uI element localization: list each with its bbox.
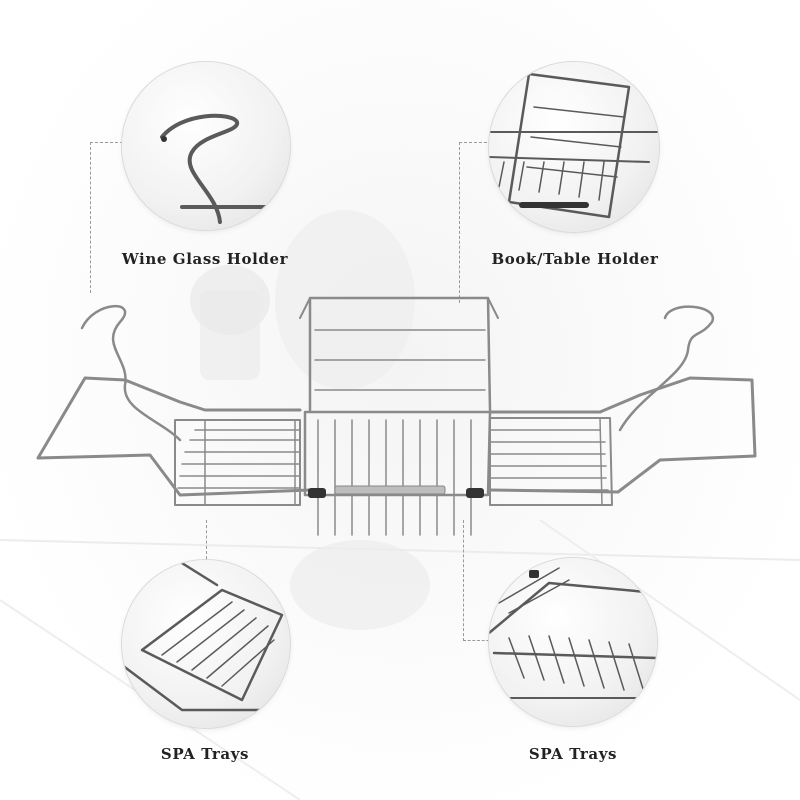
spa-tray-callout-left <box>122 560 290 728</box>
leader-line-bottom-left <box>206 520 207 585</box>
book-table-holder-callout <box>489 62 659 232</box>
book-table-holder-label: Book/Table Holder <box>491 250 659 268</box>
wine-glass-holder-callout <box>122 62 290 230</box>
spa-tray-callout-right <box>489 558 657 726</box>
spa-tray-label-right: SPA Trays <box>528 745 618 763</box>
leader-line-top-right <box>459 142 492 303</box>
leader-line-bottom-right <box>463 520 494 641</box>
leader-line-top-left <box>90 142 123 293</box>
spa-tray-closeup-icon <box>489 567 657 699</box>
spa-tray-label-left: SPA Trays <box>160 745 250 763</box>
wine-glass-holder-closeup-icon <box>160 113 289 224</box>
book-table-holder-closeup-icon <box>489 72 659 219</box>
wine-glass-holder-label: Wine Glass Holder <box>121 250 289 268</box>
spa-tray-closeup-icon <box>122 560 290 712</box>
